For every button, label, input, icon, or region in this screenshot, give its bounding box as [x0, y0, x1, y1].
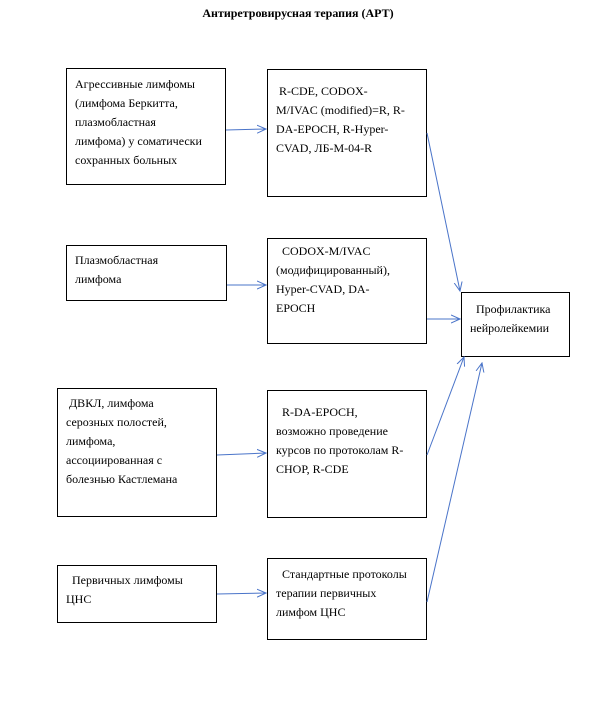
box-line: R-DA-EPOCH, [276, 405, 358, 419]
arrow-left1-to-mid1 [225, 129, 266, 130]
box-line: Плазмобластная [75, 253, 159, 267]
box-line: Первичных лимфомы [66, 573, 183, 587]
box-line: плазмобластная [75, 115, 156, 129]
box-line: CODOX-M/IVAC [276, 244, 371, 258]
indication-dlbcl: ДВКЛ, лимфома серозных полостей, лимфома… [57, 388, 217, 517]
box-line: (модифицированный), [276, 263, 390, 277]
box-line: M/IVAC (modified)=R, R- [276, 103, 405, 117]
box-line: сохранных больных [75, 153, 178, 167]
box-line: серозных полостей, [66, 415, 167, 429]
regimen-aggressive: R-CDE, CODOX- M/IVAC (modified)=R, R- DA… [267, 69, 427, 197]
box-line: DA-EPOCH, R-Hyper- [276, 122, 389, 136]
box-line: возможно проведение [276, 424, 388, 438]
box-line: нейролейкемии [470, 321, 550, 335]
box-line: терапии первичных [276, 586, 377, 600]
box-line: Стандартные протоколы [276, 567, 407, 581]
diagram-title: Антиретровирусная терапия (АРТ) [202, 6, 394, 20]
indication-primary-cns-lymphoma: Первичных лимфомы ЦНС [57, 565, 217, 623]
regimen-primary-cns: Стандартные протоколы терапии первичных … [267, 558, 427, 640]
indication-plasmablastic-lymphoma: Плазмобластная лимфома [66, 245, 227, 301]
box-line: CHOP, R-CDE [276, 462, 349, 476]
box-line: лимфома, [66, 434, 116, 448]
box-line: болезнью Кастлемана [66, 472, 178, 486]
neuroleukemia-prophylaxis: Профилактика нейролейкемии [461, 292, 570, 357]
arrow-mid1-to-right [426, 132, 460, 291]
box-line: Hyper-CVAD, DA- [276, 282, 370, 296]
box-line: Профилактика [470, 302, 551, 316]
box-line: курсов по протоколам R- [276, 443, 404, 457]
indication-aggressive-lymphomas: Агрессивные лимфомы (лимфома Беркитта, п… [66, 68, 226, 185]
box-line: Агрессивные лимфомы [75, 77, 195, 91]
box-line: (лимфома Беркитта, [75, 96, 178, 110]
arrow-mid4-to-right [426, 363, 482, 603]
regimen-plasmablastic: CODOX-M/IVAC (модифицированный), Hyper-C… [267, 238, 427, 344]
box-line: ДВКЛ, лимфома [66, 396, 154, 410]
arrow-left3-to-mid3 [216, 453, 266, 455]
box-line: лимфома) у соматически [75, 134, 202, 148]
box-line: ЦНС [66, 592, 92, 606]
box-line: CVAD, ЛБ-М-04-R [276, 141, 373, 155]
regimen-dlbcl: R-DA-EPOCH, возможно проведение курсов п… [267, 390, 427, 518]
box-line: лимфом ЦНС [276, 605, 346, 619]
box-line: R-CDE, CODOX- [276, 84, 368, 98]
box-line: ассоциированная с [66, 453, 163, 467]
box-line: лимфома [75, 272, 122, 286]
box-line: EPOCH [276, 301, 316, 315]
arrow-left4-to-mid4 [216, 593, 266, 594]
arrow-mid3-to-right [426, 357, 464, 456]
